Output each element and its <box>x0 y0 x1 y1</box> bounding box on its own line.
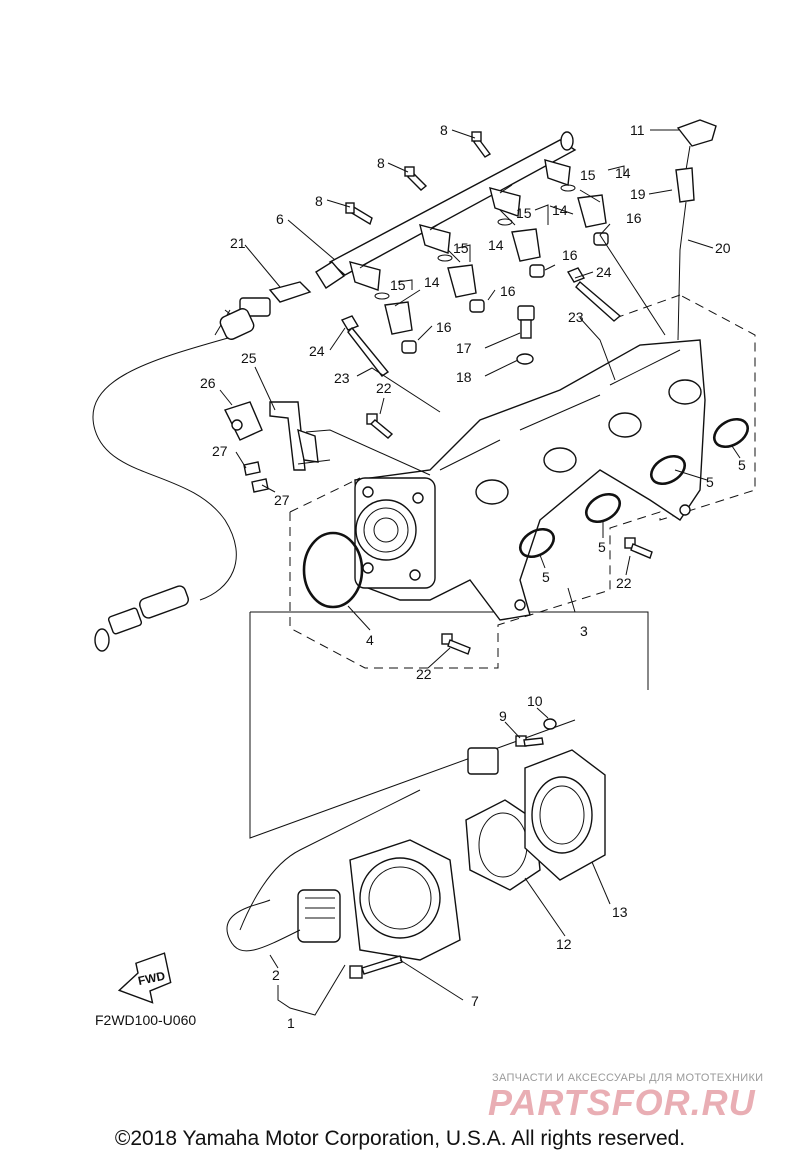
callout-16: 16 <box>500 283 516 299</box>
fuel-injector-c <box>497 218 545 278</box>
callouts: 1 2 3 4 5 5 5 5 6 7 8 8 8 9 10 11 12 13 … <box>200 122 746 1031</box>
callout-20: 20 <box>715 240 731 256</box>
o-ring-5-b <box>584 492 622 524</box>
forward-arrow-label: FWD <box>137 969 167 988</box>
assembly-outline-intake-manifold <box>289 294 756 669</box>
callout-26: 26 <box>200 375 216 391</box>
callout-15: 15 <box>516 205 532 221</box>
callout-3: 3 <box>580 623 588 639</box>
adapter-flange <box>524 749 606 881</box>
bolt-22-a <box>366 413 394 439</box>
fuel-injector-b <box>437 254 485 313</box>
callout-13: 13 <box>612 904 628 920</box>
bolt-22-c <box>441 633 471 655</box>
callout-15: 15 <box>453 240 469 256</box>
callout-27: 27 <box>274 492 290 508</box>
o-ring-5-c <box>649 454 687 486</box>
bolt-8-b <box>404 166 428 191</box>
callout-14: 14 <box>488 237 504 253</box>
watermark-logo: PARTSFOR.RU <box>488 1082 756 1123</box>
callout-23: 23 <box>568 309 584 325</box>
forward-arrow: FWD <box>117 952 172 1004</box>
callout-19: 19 <box>630 186 646 202</box>
assembly-outline-throttle-body <box>249 611 649 839</box>
bolt-8-c <box>471 131 492 158</box>
bolt-23-a <box>340 315 390 377</box>
callout-22: 22 <box>616 575 632 591</box>
callout-5: 5 <box>598 539 606 555</box>
callout-8: 8 <box>315 193 323 209</box>
callout-16: 16 <box>626 210 642 226</box>
callout-10: 10 <box>527 693 543 709</box>
callout-5: 5 <box>738 457 746 473</box>
callout-4: 4 <box>366 632 374 648</box>
bracket <box>269 401 319 471</box>
callout-8: 8 <box>377 155 385 171</box>
callout-2: 2 <box>272 967 280 983</box>
callout-24: 24 <box>309 343 325 359</box>
callout-14: 14 <box>615 165 631 181</box>
watermark-tagline: ЗАПЧАСТИ И АКСЕССУАРЫ ДЛЯ МОТОТЕХНИКИ <box>492 1072 764 1084</box>
callout-11: 11 <box>630 122 645 138</box>
fuel-injector-d <box>560 184 609 246</box>
callout-16: 16 <box>436 319 452 335</box>
screw-27-a <box>243 461 261 476</box>
callout-5: 5 <box>706 474 714 490</box>
copyright-notice: ©2018 Yamaha Motor Corporation, U.S.A. A… <box>114 1127 686 1150</box>
o-ring-4 <box>302 531 364 609</box>
wire-harness <box>92 281 312 652</box>
leader-lines <box>219 129 741 1016</box>
callout-16: 16 <box>562 247 578 263</box>
bolt-23-b <box>566 267 622 322</box>
throttle-body <box>226 747 499 961</box>
callout-21: 21 <box>230 235 246 251</box>
callout-1: 1 <box>287 1015 295 1031</box>
callout-14: 14 <box>424 274 440 290</box>
bolt-9 <box>515 735 544 747</box>
callout-18: 18 <box>456 369 472 385</box>
o-ring-5-d <box>712 417 750 449</box>
callout-12: 12 <box>556 936 572 952</box>
callout-15: 15 <box>390 277 406 293</box>
callout-22: 22 <box>416 666 432 682</box>
callout-17: 17 <box>456 340 472 356</box>
fuel-rail <box>315 131 577 291</box>
o-ring-5-a <box>518 527 556 559</box>
callout-22: 22 <box>376 380 392 396</box>
bolt-8-a <box>345 202 373 226</box>
callout-6: 6 <box>276 211 284 227</box>
washer-10 <box>543 718 557 730</box>
cable-clamp <box>224 401 263 441</box>
screw-27-b <box>251 478 269 493</box>
sensor-top <box>675 119 717 341</box>
diagram-code: F2WD100-U060 <box>95 1012 197 1028</box>
callout-23: 23 <box>334 370 350 386</box>
callout-5: 5 <box>542 569 550 585</box>
gasket-12 <box>465 799 541 891</box>
sensor <box>516 305 535 365</box>
intake-manifold <box>354 339 706 621</box>
fuel-injector-a <box>374 292 417 354</box>
callout-27: 27 <box>212 443 228 459</box>
callout-25: 25 <box>241 350 257 366</box>
callout-14: 14 <box>552 202 568 218</box>
callout-24: 24 <box>596 264 612 280</box>
bolt-22-b <box>624 537 653 559</box>
callout-9: 9 <box>499 708 507 724</box>
callout-8: 8 <box>440 122 448 138</box>
bolt-7 <box>349 955 403 979</box>
callout-7: 7 <box>471 993 479 1009</box>
callout-15: 15 <box>580 167 596 183</box>
